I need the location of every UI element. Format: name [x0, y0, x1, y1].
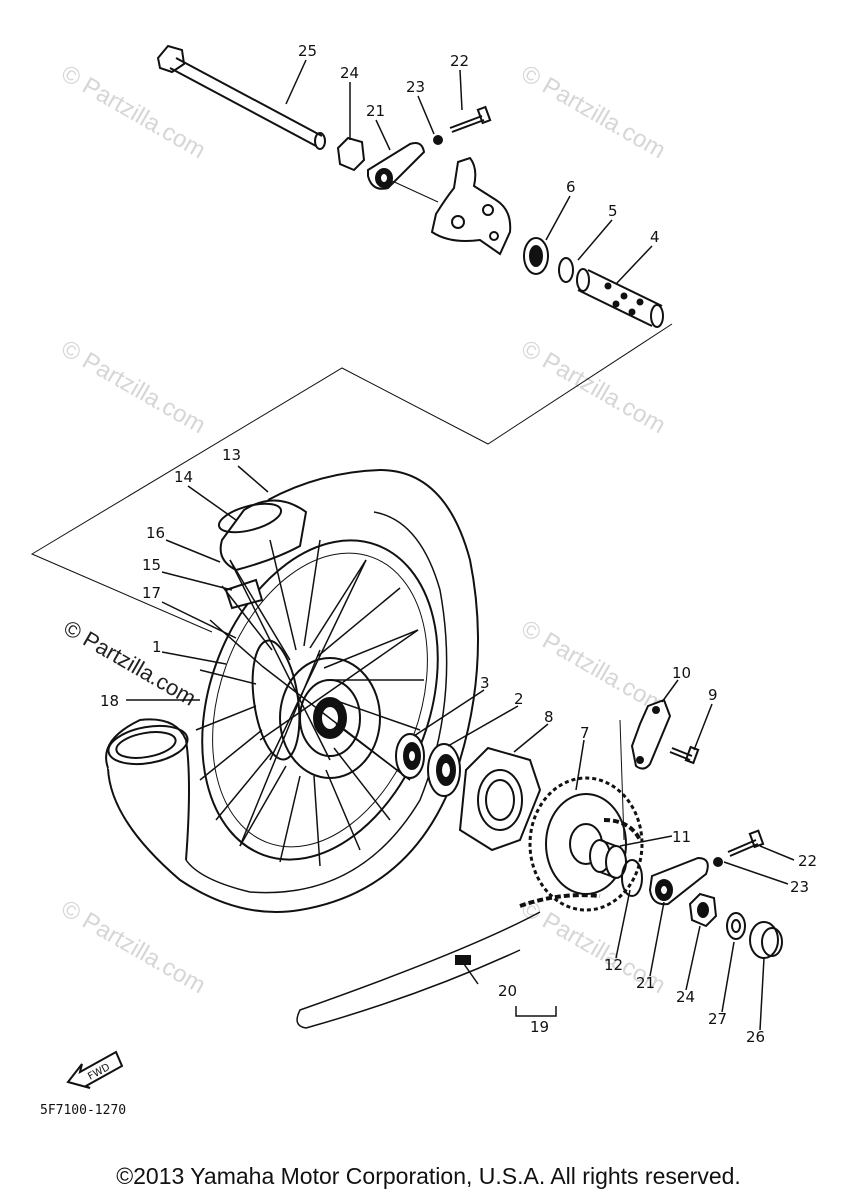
- callout-20: 20: [498, 982, 517, 1000]
- diagram-code: 5F7100-1270: [40, 1103, 127, 1118]
- callout-24: 24: [676, 988, 695, 1006]
- callout-10: 10: [672, 664, 691, 682]
- callout-3: 3: [480, 674, 490, 692]
- axle-part: [156, 44, 326, 150]
- callout-14: 14: [174, 468, 193, 486]
- fwd-arrow-icon: FWD: [66, 1050, 124, 1089]
- callout-15: 15: [142, 556, 161, 574]
- circlip-part: [558, 257, 574, 283]
- chain-part: [296, 818, 642, 1029]
- callout-21: 21: [366, 102, 385, 120]
- callout-18: 18: [100, 692, 119, 710]
- copyright-notice: ©2013 Yamaha Motor Corporation, U.S.A. A…: [116, 1163, 741, 1189]
- spokes-part: [195, 539, 424, 867]
- adjuster-part: [648, 856, 709, 906]
- callout-24: 24: [340, 64, 359, 82]
- exploded-view: 25 24 23 22 21 6 5 4 13 14 16 15 17 1 18…: [30, 42, 817, 1046]
- callout-11: 11: [672, 828, 691, 846]
- bracket-part: [430, 156, 512, 256]
- callout-22: 22: [450, 52, 469, 70]
- callout-1: 1: [152, 638, 162, 656]
- callout-27: 27: [708, 1010, 727, 1028]
- callout-2: 2: [514, 690, 524, 708]
- nut-part: [688, 892, 718, 928]
- callout-4: 4: [650, 228, 660, 246]
- callout-5: 5: [608, 202, 618, 220]
- callout-8: 8: [544, 708, 554, 726]
- callout-13: 13: [222, 446, 241, 464]
- callout-9: 9: [708, 686, 718, 704]
- tube-part: [217, 499, 308, 610]
- washer-part: [621, 859, 643, 897]
- callout-21: 21: [636, 974, 655, 992]
- cap-part: [749, 921, 783, 959]
- callout-25: 25: [298, 42, 317, 60]
- callout-6: 6: [566, 178, 576, 196]
- nut-part: [336, 136, 366, 172]
- bearing-part: [427, 743, 461, 797]
- sprocket-hub-part: [458, 746, 542, 852]
- washer-part: [726, 912, 746, 940]
- plate-part: [630, 698, 672, 770]
- bolt-part: [433, 105, 492, 145]
- bearing-part: [395, 733, 425, 779]
- tire-part: [105, 468, 479, 913]
- callout-7: 7: [580, 724, 590, 742]
- callout-19: 19: [530, 1018, 549, 1036]
- hub-part: [251, 639, 381, 779]
- callout-23: 23: [790, 878, 809, 896]
- callout-17: 17: [142, 584, 161, 602]
- callout-23: 23: [406, 78, 425, 96]
- callout-22: 22: [798, 852, 817, 870]
- bolt-part: [713, 829, 765, 867]
- spacer-part: [576, 268, 664, 328]
- callout-16: 16: [146, 524, 165, 542]
- collar-part: [589, 839, 627, 879]
- callout-12: 12: [604, 956, 623, 974]
- bearing-part: [523, 237, 549, 275]
- adjuster-part: [367, 142, 426, 190]
- callout-26: 26: [746, 1028, 765, 1046]
